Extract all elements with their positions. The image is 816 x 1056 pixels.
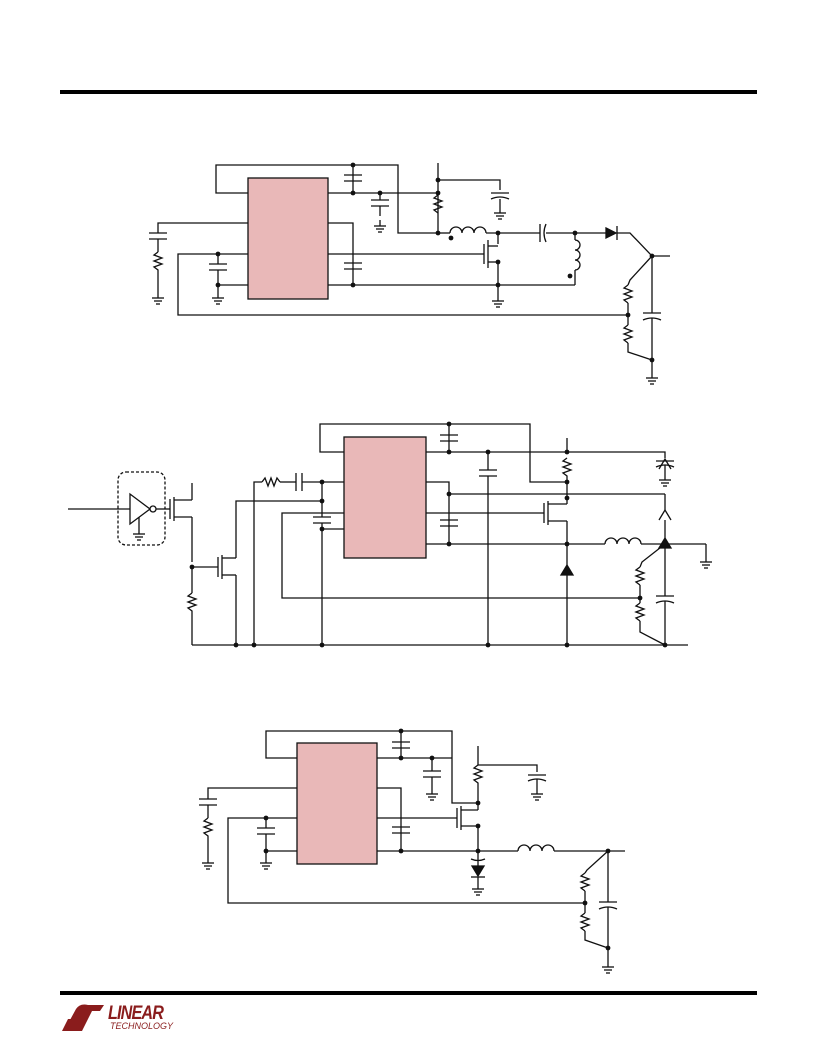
circuit-3: [199, 730, 625, 974]
logo-technology: TECHNOLOGY: [110, 1021, 174, 1031]
lt-mark-icon: [62, 1004, 104, 1031]
ic-2: [343, 436, 427, 559]
circuit-2-junctions: [189, 421, 668, 648]
header-rule: [60, 90, 757, 94]
ic-3: [296, 742, 378, 865]
logo-linear: LINEAR: [108, 1003, 164, 1024]
ic-1: [247, 177, 329, 300]
circuit-1: [149, 163, 670, 385]
circuit-2: [68, 423, 713, 646]
footer-rule: [60, 991, 757, 995]
